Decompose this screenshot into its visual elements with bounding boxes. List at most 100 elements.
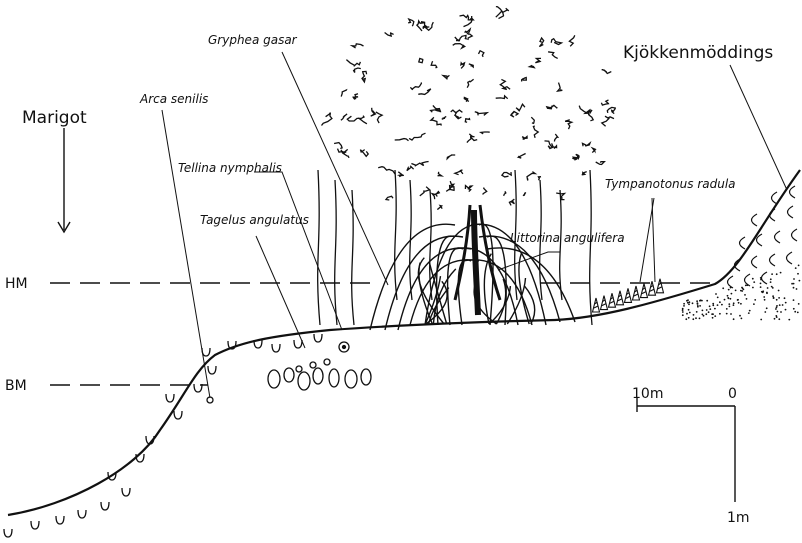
- leaf-cluster: [451, 110, 463, 113]
- leaf-cluster: [483, 188, 487, 195]
- hm-label: HM: [5, 276, 28, 292]
- leaf-cluster: [378, 167, 395, 175]
- leaf-cluster: [363, 71, 367, 75]
- littorina-label: Littorina angulifera: [510, 231, 625, 245]
- midden-shell: [762, 272, 768, 284]
- leaf-cluster: [461, 63, 465, 69]
- tagelus-burrow: [361, 369, 371, 385]
- kjokkenmoddings-mound: [728, 186, 798, 288]
- tympanotonus-leader-2: [640, 198, 654, 282]
- tagelus-leader: [256, 236, 305, 348]
- leaf-cluster: [469, 64, 473, 67]
- bivalve-shells: [4, 334, 349, 537]
- tagelus-burrow: [298, 372, 310, 390]
- leaf-cluster: [398, 172, 404, 177]
- leaf-cluster: [565, 120, 572, 129]
- cone-shell: [617, 291, 624, 305]
- leaf-cluster: [420, 187, 430, 196]
- leaf-cluster: [554, 134, 557, 142]
- leaf-cluster: [518, 154, 525, 159]
- small-shell: [296, 366, 302, 372]
- bivalve-shell: [56, 516, 64, 524]
- cone-shell: [625, 288, 632, 302]
- bivalve-shell: [294, 340, 302, 348]
- leaf-cluster: [386, 196, 393, 200]
- leaf-cluster: [464, 98, 469, 102]
- tagelus-burrow: [313, 368, 323, 384]
- aerial-root: [560, 190, 562, 300]
- tellina-label: Tellina nymphalis: [178, 161, 282, 175]
- leaf-cluster: [467, 137, 477, 143]
- leaf-cluster: [419, 59, 424, 63]
- scale-bar: [637, 398, 735, 502]
- bivalve-shell: [78, 510, 86, 518]
- tagelus-burrow: [345, 370, 357, 388]
- small-shell: [310, 362, 316, 368]
- aerial-root: [318, 170, 320, 325]
- leaf-cluster: [479, 51, 484, 57]
- cone-shell: [657, 279, 664, 293]
- leaf-cluster: [612, 108, 616, 113]
- midden-shell: [745, 274, 751, 286]
- aerial-root: [335, 180, 337, 325]
- leaf-cluster: [538, 177, 541, 181]
- gryphea-label: Gryphea gasar: [208, 33, 298, 47]
- arca-label: Arca senilis: [139, 92, 208, 106]
- aerial-root: [410, 180, 412, 300]
- leaf-cluster: [481, 132, 490, 134]
- midden-shell: [772, 192, 778, 204]
- marigot-label: Marigot: [22, 108, 87, 128]
- shell-debris-dots: [682, 265, 801, 321]
- leaf-cluster: [346, 60, 360, 66]
- leaf-cluster: [592, 148, 595, 152]
- midden-shell: [740, 237, 746, 249]
- leaf-cluster: [410, 82, 421, 89]
- leaf-cluster: [533, 126, 538, 138]
- leaf-cluster: [442, 116, 446, 119]
- midden-shell: [770, 254, 776, 266]
- leaf-cluster: [322, 113, 332, 126]
- bivalve-shell: [4, 529, 12, 537]
- leaf-cluster: [465, 186, 472, 192]
- tagelus-label: Tagelus angulatus: [200, 213, 309, 227]
- leaf-cluster: [408, 19, 414, 26]
- leaf-cluster: [601, 100, 608, 105]
- leaf-cluster: [353, 94, 358, 100]
- leaf-cluster: [522, 137, 527, 140]
- cone-shell: [633, 286, 640, 300]
- bivalve-shell: [122, 488, 130, 496]
- bivalve-shell: [202, 348, 210, 356]
- midden-shell: [752, 214, 758, 226]
- leaf-cluster: [455, 170, 463, 175]
- cone-shell: [593, 298, 600, 312]
- leaf-cluster: [516, 104, 525, 111]
- leaf-cluster: [504, 191, 507, 195]
- leaf-cluster: [341, 90, 346, 97]
- bivalve-shell: [174, 411, 182, 419]
- mangrove-tree-icon: [318, 7, 616, 330]
- midden-shell: [790, 186, 796, 198]
- leaf-cluster: [523, 193, 526, 196]
- tagelus-burrow: [329, 369, 339, 387]
- leaf-cluster: [447, 155, 455, 159]
- midden-shell: [788, 206, 794, 218]
- leaf-cluster: [579, 106, 592, 114]
- midden-shell: [792, 229, 798, 241]
- leaf-cluster: [438, 172, 442, 176]
- leaf-cluster: [547, 105, 557, 109]
- bivalve-shell: [101, 502, 109, 510]
- bivalve-shell: [314, 334, 322, 342]
- leaf-cluster: [467, 79, 473, 88]
- leaf-cluster: [535, 58, 541, 62]
- leaf-cluster: [530, 65, 535, 68]
- leaf-cluster: [395, 139, 409, 141]
- leaf-cluster: [341, 114, 347, 120]
- leaf-cluster: [407, 166, 414, 171]
- tagelus-burrows: [268, 359, 371, 390]
- leaf-cluster: [582, 172, 587, 176]
- bivalve-shell: [272, 344, 280, 352]
- leaf-cluster: [385, 33, 394, 37]
- leaf-cluster: [531, 117, 534, 123]
- kjokken-leader: [730, 65, 787, 190]
- scale-1m-label: 1m: [727, 510, 750, 526]
